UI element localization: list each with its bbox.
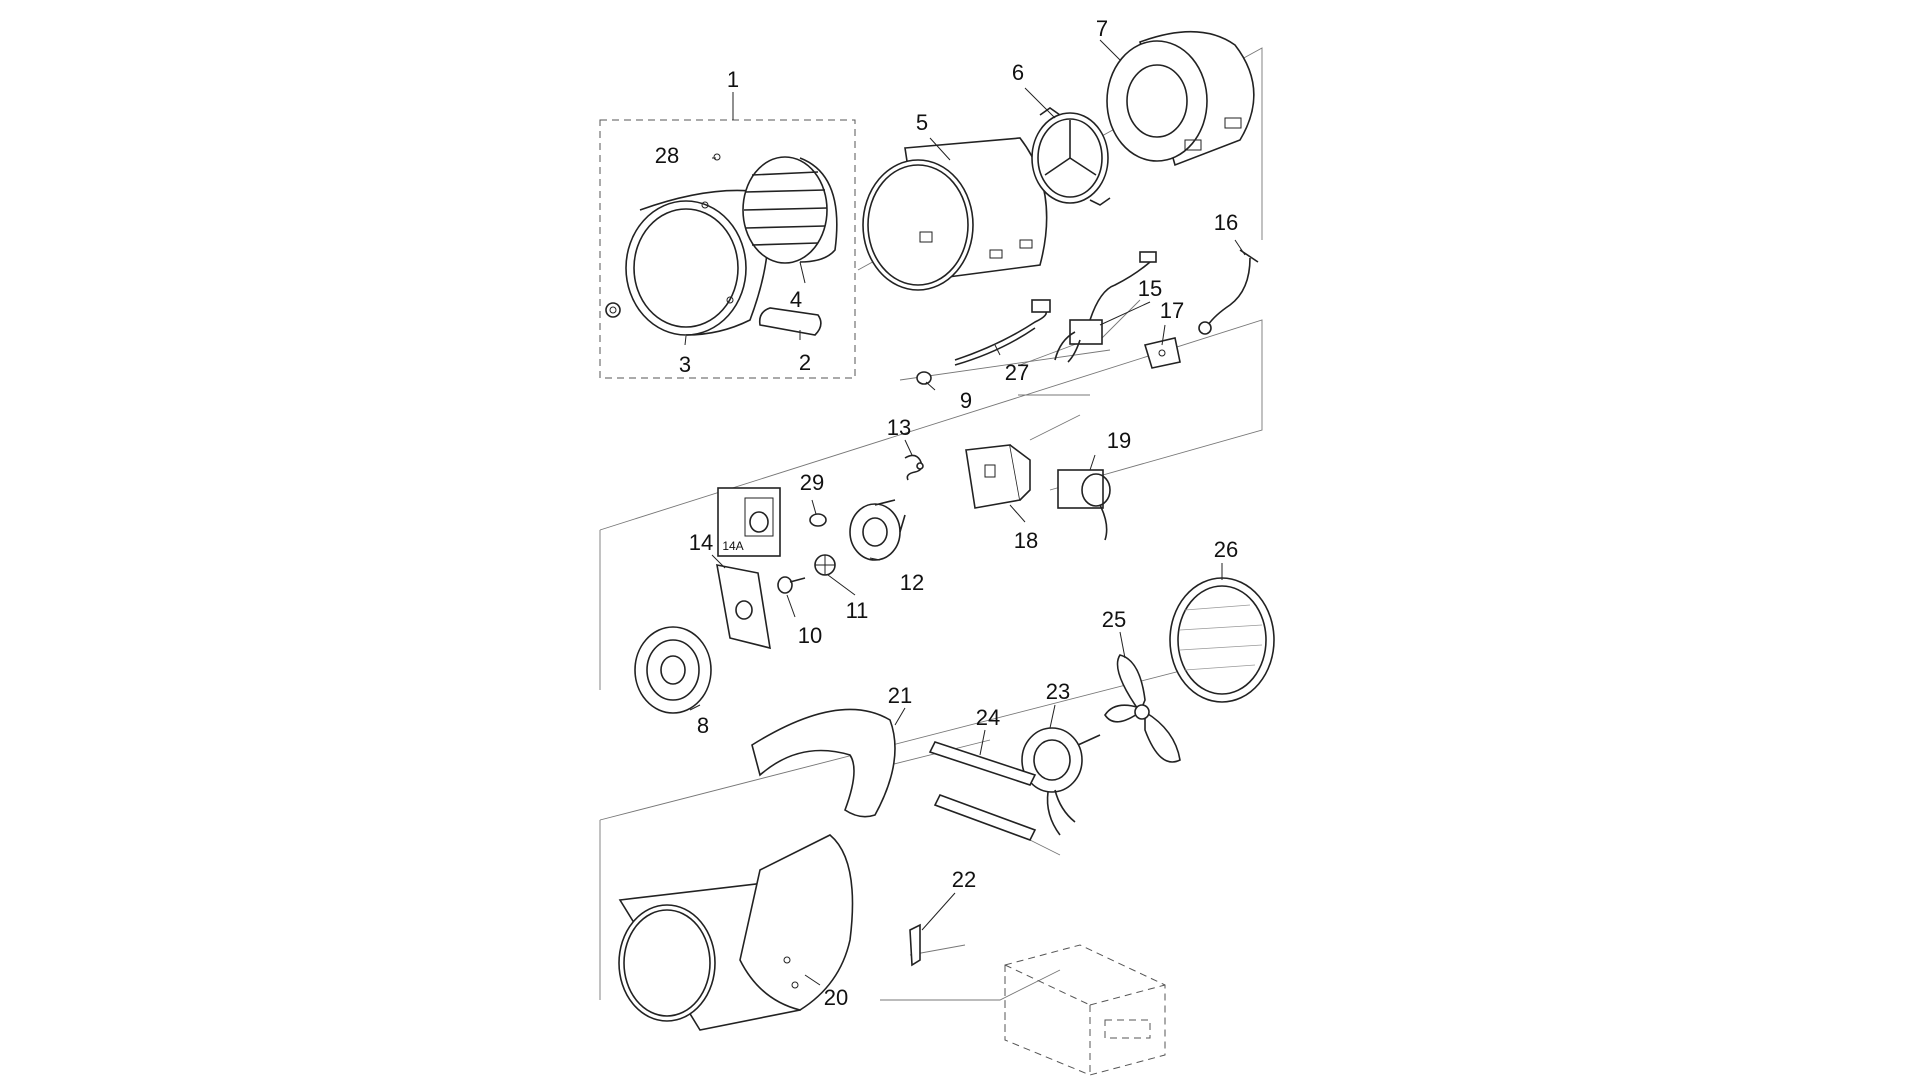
callout-3: 3 xyxy=(679,352,691,377)
part-29-nut xyxy=(809,513,827,527)
callout-23: 23 xyxy=(1046,679,1070,704)
part-19-transformer xyxy=(1057,469,1111,541)
part-22-clip xyxy=(909,923,921,967)
part-14a-inset xyxy=(717,487,781,557)
callout-19: 19 xyxy=(1107,428,1131,453)
part-18-mounting-plate xyxy=(965,444,1031,509)
callout-15: 15 xyxy=(1138,276,1162,301)
part-4-louver-grille xyxy=(713,153,838,264)
callout-28: 28 xyxy=(655,143,679,168)
callout-21: 21 xyxy=(888,683,912,708)
part-11-impeller xyxy=(814,554,836,576)
callout-8: 8 xyxy=(697,713,709,738)
callout-22: 22 xyxy=(952,867,976,892)
callout-2: 2 xyxy=(799,350,811,375)
part-24-motor-bracket xyxy=(928,741,1037,841)
part-7-rear-cylinder xyxy=(1106,30,1255,167)
part-25-fan-blade xyxy=(1104,654,1181,763)
callout-18: 18 xyxy=(1014,528,1038,553)
callout-14: 14 xyxy=(689,530,713,555)
part-13-clip xyxy=(904,454,924,481)
callout-24: 24 xyxy=(976,705,1000,730)
callout-20: 20 xyxy=(824,985,848,1010)
callout-10: 10 xyxy=(798,623,822,648)
part-27-wire-harness xyxy=(954,299,1051,366)
callout-13: 13 xyxy=(887,415,911,440)
callout-4: 4 xyxy=(790,287,802,312)
callout-5: 5 xyxy=(916,110,928,135)
callout-26: 26 xyxy=(1214,537,1238,562)
base-box-dashed xyxy=(1004,944,1166,1076)
part-20-main-housing xyxy=(618,834,854,1031)
callout-29: 29 xyxy=(800,470,824,495)
callout-27: 27 xyxy=(1005,360,1029,385)
callout-17: 17 xyxy=(1160,298,1184,323)
kit-1-dashed-box xyxy=(599,92,856,379)
part-15-control-switch xyxy=(1054,251,1157,363)
part-6-guard-plate xyxy=(1031,107,1111,206)
part-21-top-cover xyxy=(751,708,896,818)
leader-lines xyxy=(684,39,1246,986)
part-17-bracket xyxy=(1143,337,1181,369)
callout-1: 1 xyxy=(727,67,739,92)
part-16-probe xyxy=(1198,249,1259,335)
callout-9: 9 xyxy=(960,388,972,413)
part-26-guard-ring xyxy=(1169,577,1275,703)
part-8-end-cap xyxy=(634,626,712,714)
callout-7: 7 xyxy=(1096,16,1108,41)
callout-labels: 1 2 3 4 5 6 7 8 9 10 11 12 13 14 14A 15 … xyxy=(655,16,1238,1010)
callout-11: 11 xyxy=(846,598,869,623)
callout-25: 25 xyxy=(1102,607,1126,632)
callout-12: 12 xyxy=(900,570,924,595)
callout-6: 6 xyxy=(1012,60,1024,85)
part-2-handle xyxy=(758,307,822,336)
part-14-plate xyxy=(716,563,771,650)
part-10-bolt xyxy=(777,576,806,594)
part-12-blower-housing xyxy=(849,499,906,561)
callout-14a: 14A xyxy=(722,539,743,553)
part-23-motor xyxy=(1021,727,1101,836)
part-9-grommet xyxy=(916,371,932,385)
callout-16: 16 xyxy=(1214,210,1238,235)
part-5-front-cylinder xyxy=(862,137,1048,291)
